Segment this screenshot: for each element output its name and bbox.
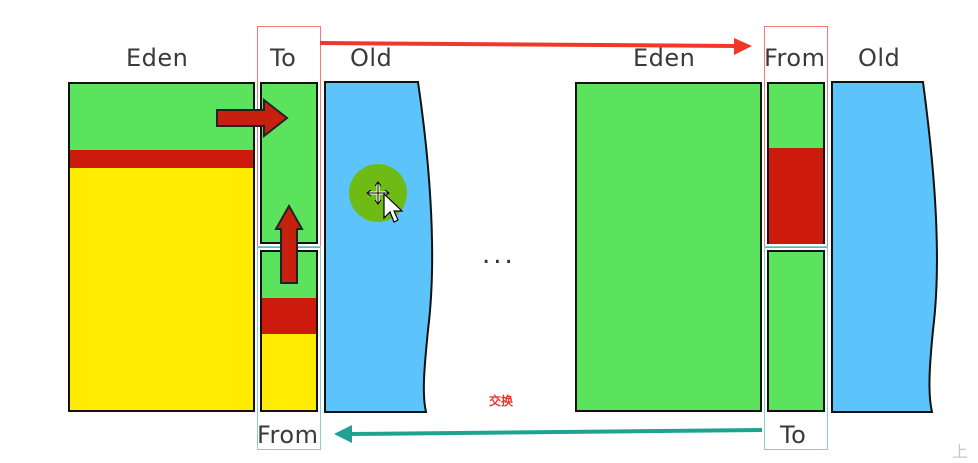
swap-label: 交换 <box>489 394 514 408</box>
left-from-label: From <box>257 421 319 449</box>
eden-to-survivor-arrow <box>216 97 289 139</box>
right-eden-region <box>575 82 762 412</box>
right-to-highlight <box>764 246 828 450</box>
move-cursor-icon <box>366 181 390 205</box>
from-to-survivor-arrow <box>274 203 304 284</box>
ellipsis: ... <box>482 240 516 270</box>
right-from-label: From <box>764 44 826 72</box>
left-old-region <box>324 81 434 413</box>
right-old-label: Old <box>858 44 901 72</box>
mouse-pointer-icon <box>383 192 404 223</box>
swap-arrow-bottom-head <box>334 425 352 443</box>
right-eden-label: Eden <box>633 44 696 72</box>
right-from-marked-objects <box>769 148 823 244</box>
left-from-marked-objects <box>262 298 316 334</box>
right-from-survivor <box>767 82 825 244</box>
swap-arrow-top-head <box>734 38 752 55</box>
right-to-survivor <box>767 250 825 412</box>
left-eden-marked-objects <box>70 150 253 168</box>
right-from-highlight <box>764 26 828 248</box>
right-old-region <box>831 81 938 413</box>
left-old-label: Old <box>350 44 393 72</box>
left-from-survivor <box>260 250 318 412</box>
left-eden-region <box>68 82 255 412</box>
left-eden-label: Eden <box>126 44 189 72</box>
left-to-label: To <box>270 44 297 72</box>
right-to-label: To <box>780 421 807 449</box>
swap-arrow-bottom-line <box>349 428 763 436</box>
swap-arrow-top-line <box>319 41 737 48</box>
watermark-logo: 上 <box>952 442 969 461</box>
